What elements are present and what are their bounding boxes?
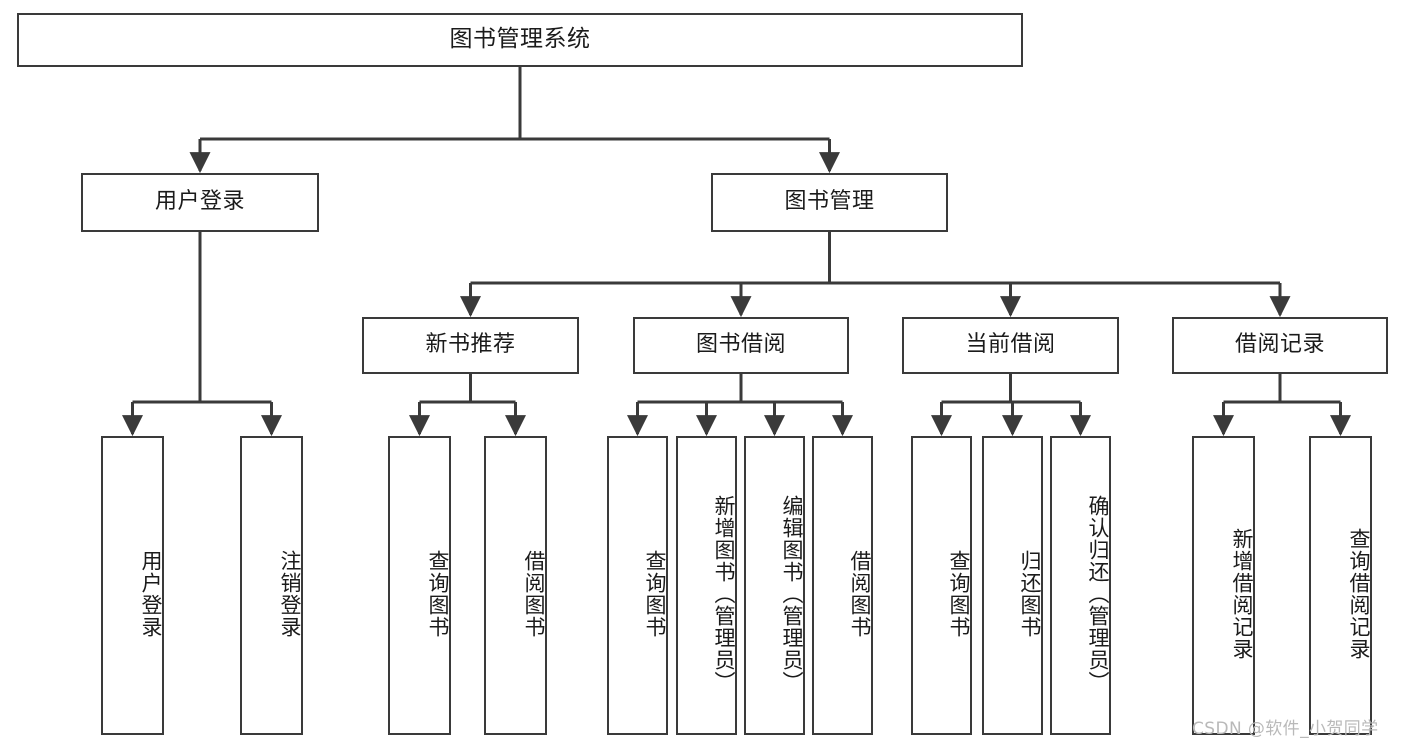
node-leaf-borrow-2[interactable]: 借阅图书: [812, 436, 873, 735]
node-user-login[interactable]: 用户登录: [81, 173, 319, 232]
node-label: 借阅图书: [522, 549, 546, 638]
node-leaf-logout[interactable]: 注销登录: [240, 436, 303, 735]
node-label: 图书管理系统: [449, 26, 591, 53]
watermark-text: CSDN @软件_小贺同学: [1192, 719, 1379, 739]
node-label: 用户登录: [154, 189, 245, 215]
node-label: 注销登录: [278, 549, 302, 638]
node-label: 借阅记录: [1234, 332, 1325, 358]
node-label: 用户登录: [139, 549, 163, 638]
node-label: 查询图书: [947, 549, 971, 638]
node-leaf-return[interactable]: 归还图书: [982, 436, 1043, 735]
node-label: 新增借阅记录: [1230, 527, 1254, 660]
node-root[interactable]: 图书管理系统: [17, 13, 1023, 67]
node-leaf-confirm[interactable]: 确认归还（管理员）: [1050, 436, 1111, 735]
node-leaf-q-book-1[interactable]: 查询图书: [388, 436, 451, 735]
node-label: 归还图书: [1018, 549, 1042, 638]
node-label: 查询借阅记录: [1347, 527, 1371, 660]
node-label: 确认归还（管理员）: [1086, 494, 1110, 693]
node-new-book-rec[interactable]: 新书推荐: [362, 317, 579, 374]
node-leaf-q-book-2[interactable]: 查询图书: [607, 436, 668, 735]
node-book-manage[interactable]: 图书管理: [711, 173, 948, 232]
node-borrow-record[interactable]: 借阅记录: [1172, 317, 1388, 374]
node-leaf-borrow-1[interactable]: 借阅图书: [484, 436, 547, 735]
node-label: 当前借阅: [965, 332, 1056, 358]
node-label: 新增图书（管理员）: [712, 494, 736, 693]
node-leaf-edit-book[interactable]: 编辑图书（管理员）: [744, 436, 805, 735]
node-leaf-add-book[interactable]: 新增图书（管理员）: [676, 436, 737, 735]
node-leaf-q-rec[interactable]: 查询借阅记录: [1309, 436, 1372, 735]
node-book-borrow[interactable]: 图书借阅: [633, 317, 849, 374]
node-label: 借阅图书: [848, 549, 872, 638]
node-label: 编辑图书（管理员）: [780, 494, 804, 693]
node-leaf-q-book-3[interactable]: 查询图书: [911, 436, 972, 735]
node-current-borrow[interactable]: 当前借阅: [902, 317, 1119, 374]
node-label: 查询图书: [643, 549, 667, 638]
node-leaf-user-login[interactable]: 用户登录: [101, 436, 164, 735]
node-label: 图书管理: [784, 189, 875, 215]
node-label: 图书借阅: [695, 332, 786, 358]
node-label: 查询图书: [426, 549, 450, 638]
node-leaf-add-rec[interactable]: 新增借阅记录: [1192, 436, 1255, 735]
node-label: 新书推荐: [425, 332, 516, 358]
